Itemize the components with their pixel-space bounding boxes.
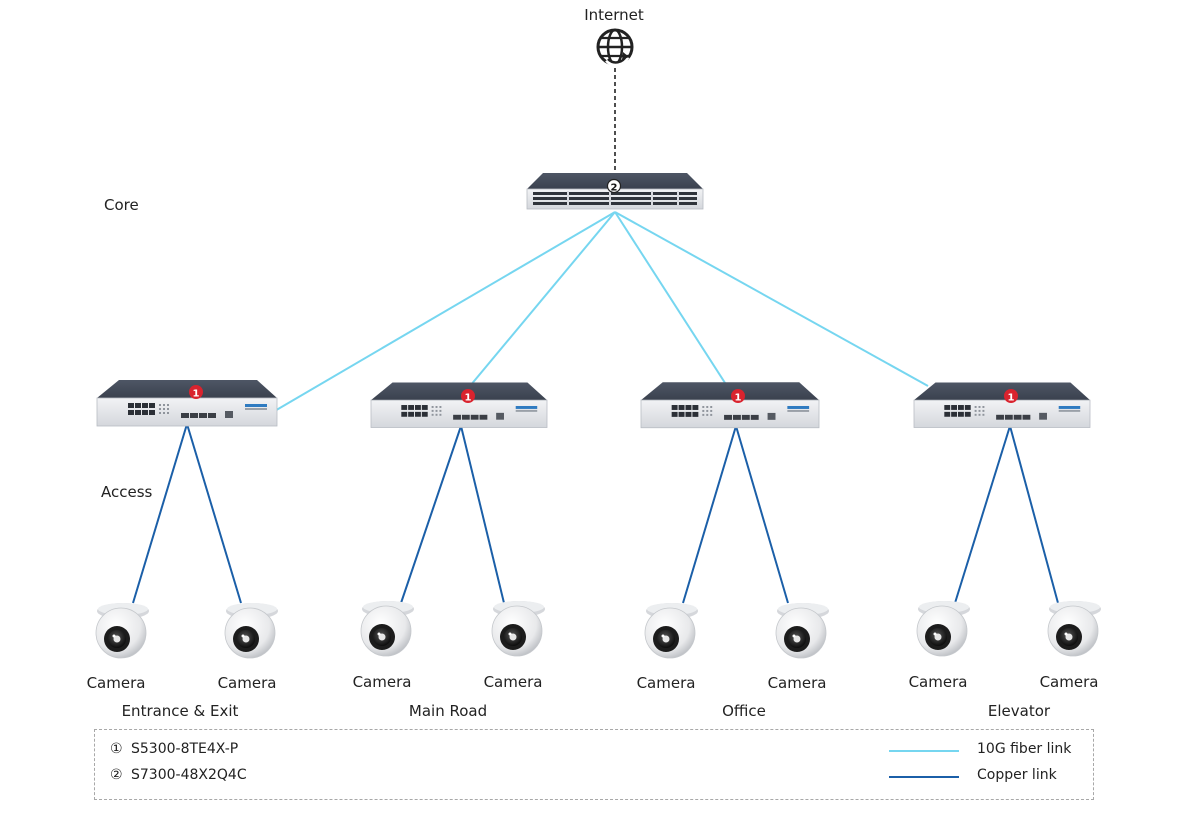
- fiber-link-2: [469, 211, 616, 387]
- legend-model-marker: ②: [110, 767, 123, 783]
- copper-links: [132, 423, 1059, 604]
- copper-legend-line: [889, 776, 959, 778]
- core-badge: [606, 178, 622, 194]
- access-badge-number: 1: [735, 393, 742, 404]
- camera-icon: [644, 602, 699, 659]
- access-badge-number: 1: [465, 393, 472, 404]
- access-badge: [731, 389, 745, 403]
- access-badge: [1004, 389, 1018, 403]
- camera-icon: [1047, 600, 1102, 657]
- access-switch-1: 1: [96, 379, 278, 427]
- camera-icon: [360, 600, 415, 657]
- camera-icon: [491, 600, 546, 657]
- legend-model-2: ② S7300-48X2Q4C: [110, 767, 247, 783]
- access-badge: [461, 389, 475, 403]
- core-switch: 2: [526, 172, 704, 210]
- copper-link: [682, 425, 737, 604]
- legend-model-1: ① S5300-8TE4X-P: [110, 741, 238, 757]
- internet-label: Internet: [584, 6, 644, 24]
- core-badge-number: 2: [611, 183, 618, 194]
- group-label: Elevator: [988, 702, 1051, 720]
- legend-model-name: S7300-48X2Q4C: [131, 767, 247, 783]
- copper-link: [954, 425, 1011, 604]
- fiber-legend-line: [889, 750, 959, 752]
- fiber-links: [272, 211, 929, 413]
- camera-label: Camera: [1040, 673, 1099, 691]
- camera-label: Camera: [218, 674, 277, 692]
- camera-label: Camera: [909, 673, 968, 691]
- group-label: Office: [722, 702, 766, 720]
- fiber-link-4: [614, 211, 929, 387]
- legend-model-name: S5300-8TE4X-P: [131, 741, 239, 757]
- access-tier-label: Access: [101, 483, 153, 501]
- access-badge-number: 1: [1008, 393, 1015, 404]
- fiber-link-1: [272, 211, 616, 413]
- legend-model-marker: ①: [110, 741, 123, 757]
- camera-label: Camera: [484, 673, 543, 691]
- globe-icon: [598, 30, 632, 64]
- group-label: Main Road: [409, 702, 487, 720]
- camera-label: Camera: [637, 674, 696, 692]
- fiber-link-3: [614, 211, 728, 387]
- camera-icon: [95, 602, 150, 659]
- camera-icon: [775, 602, 830, 659]
- copper-link: [460, 425, 505, 604]
- fiber-legend-label: 10G fiber link: [977, 741, 1072, 757]
- copper-link: [400, 425, 462, 604]
- copper-link: [132, 423, 188, 604]
- access-switch-2: 1: [370, 382, 548, 429]
- access-badge: [189, 385, 203, 399]
- access-switch-3: 1: [640, 381, 820, 429]
- camera-icon: [224, 602, 279, 659]
- copper-link: [186, 423, 242, 604]
- copper-link: [1009, 425, 1059, 604]
- group-label: Entrance & Exit: [122, 702, 239, 720]
- copper-link: [735, 425, 789, 604]
- camera-label: Camera: [768, 674, 827, 692]
- camera-icon: [916, 600, 971, 657]
- access-badge-number: 1: [193, 389, 200, 400]
- camera-label: Camera: [353, 673, 412, 691]
- access-switch-4: 1: [913, 382, 1091, 429]
- core-tier-label: Core: [104, 196, 139, 214]
- copper-legend-label: Copper link: [977, 767, 1057, 783]
- camera-label: Camera: [87, 674, 146, 692]
- legend: ① S5300-8TE4X-P ② S7300-48X2Q4C 10G fibe…: [94, 729, 1094, 800]
